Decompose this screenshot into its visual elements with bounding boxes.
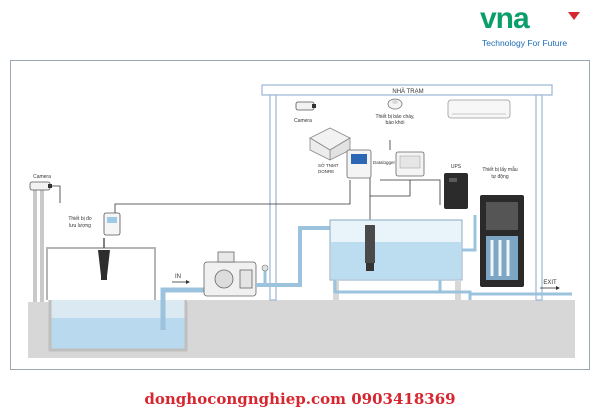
camera-cable: [52, 185, 61, 203]
basin-water: [50, 318, 186, 350]
feed-pipe: [256, 226, 335, 287]
exit-pipe: [468, 292, 572, 300]
tank-water: [331, 242, 461, 279]
camera-right-label: Camera: [294, 118, 312, 124]
camera-left-label: Camera: [33, 174, 51, 180]
ups-cable: [380, 179, 441, 205]
sotnmt-label-2: DONRE: [318, 169, 334, 174]
arrow-right-icon: [172, 280, 190, 284]
arrow-right-icon: [540, 286, 560, 290]
camera-pole-2: [40, 190, 44, 302]
drain-pipe: [333, 280, 442, 294]
probe-icon: [365, 225, 375, 271]
air-conditioner-icon: [447, 99, 511, 119]
ups-label: UPS: [451, 164, 462, 170]
exit-label: EXIT: [543, 280, 557, 286]
camera-icon: [295, 101, 316, 111]
sotnmt-label-1: SỞ TNMT: [318, 162, 339, 168]
sampler-label-2: tự động: [491, 174, 508, 180]
camera-pole: [33, 190, 37, 302]
footer-contact: donghocongnghiep.com 0903418369: [144, 390, 456, 408]
logo-text: vna: [480, 2, 530, 35]
tank-leg-right: [455, 280, 461, 300]
inlet-pipe: [160, 287, 205, 330]
valve-icon: [261, 264, 269, 272]
station-pillar-right: [535, 94, 543, 301]
logo-accent: [568, 12, 580, 20]
sampler-pipe: [462, 215, 477, 252]
station-roof: [261, 84, 553, 96]
basin-wall: [48, 300, 188, 352]
fire-alarm-icon: [387, 98, 403, 110]
fire-alarm-label-2: báo khói: [386, 120, 405, 126]
sampler-label-1: Thiết bị lấy mẫu: [482, 166, 518, 173]
sampler-icon: [480, 195, 524, 287]
diagram-frame: [10, 60, 590, 370]
datalogger-icon: [346, 149, 372, 179]
fire-alarm-label-1: Thiết bị báo cháy,: [375, 114, 414, 120]
inlet-label: IN: [175, 274, 181, 280]
meter-frame: [46, 247, 156, 300]
brand-logo: vna Technology For Future: [480, 2, 590, 50]
station-title: NHÀ TRẠM: [392, 88, 423, 95]
flow-meter-icon: [103, 212, 121, 236]
analyzer-icon: [395, 151, 425, 177]
router-icon: [309, 127, 351, 161]
analyzer-cable: [369, 176, 411, 197]
flow-meter-label-2: lưu lượng: [69, 223, 91, 229]
meter-cable: [114, 180, 351, 213]
logo-tagline: Technology For Future: [482, 38, 568, 48]
probe-icon: [98, 250, 110, 280]
flow-meter-label-1: Thiết bị đo: [68, 216, 92, 222]
pump-icon: [203, 251, 257, 297]
ups-icon: [444, 173, 468, 209]
station-pillar-left: [269, 94, 277, 301]
datalogger-label: Datalogger: [373, 160, 396, 165]
camera-icon: [29, 181, 52, 191]
